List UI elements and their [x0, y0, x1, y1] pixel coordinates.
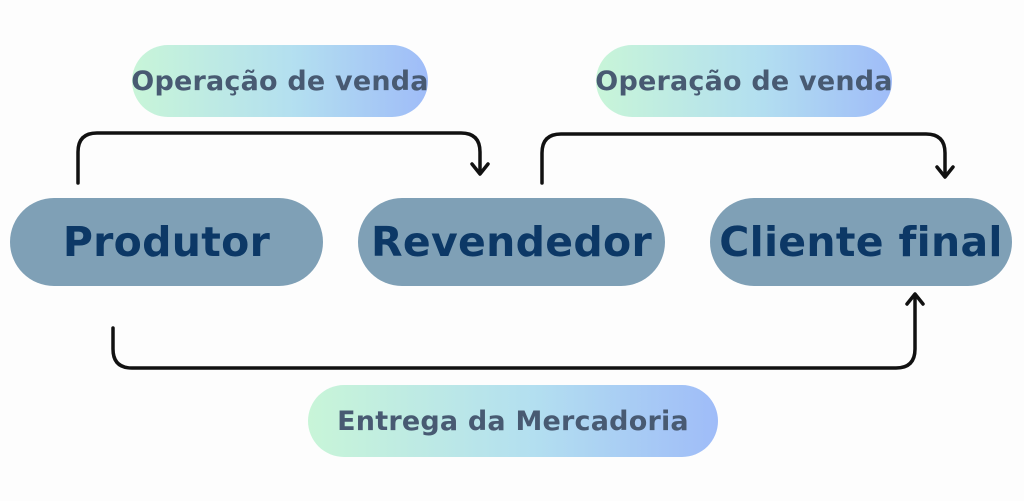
sale-operation-text-left: Operação de venda: [131, 65, 429, 97]
arrow-produtor-to-revendedor: [76, 131, 482, 185]
node-cliente-final-label: Cliente final: [719, 218, 1003, 266]
node-cliente-final: Cliente final: [710, 198, 1012, 286]
delivery-text: Entrega da Mercadoria: [337, 405, 689, 437]
sale-operation-label-left: Operação de venda: [131, 45, 429, 117]
arrowhead-cliente-top: [935, 165, 955, 179]
sale-operation-text-right: Operação de venda: [595, 65, 893, 97]
arrow-produtor-to-cliente: [111, 294, 917, 370]
arrowhead-revendedor: [470, 162, 490, 176]
arrow-revendedor-to-cliente: [540, 132, 947, 185]
node-produtor-label: Produtor: [62, 218, 271, 266]
node-revendedor-label: Revendedor: [371, 218, 652, 266]
node-produtor: Produtor: [10, 198, 323, 286]
sale-operation-label-right: Operação de venda: [595, 45, 893, 117]
delivery-label: Entrega da Mercadoria: [308, 385, 718, 457]
arrowhead-cliente-bottom: [905, 292, 925, 306]
node-revendedor: Revendedor: [358, 198, 665, 286]
